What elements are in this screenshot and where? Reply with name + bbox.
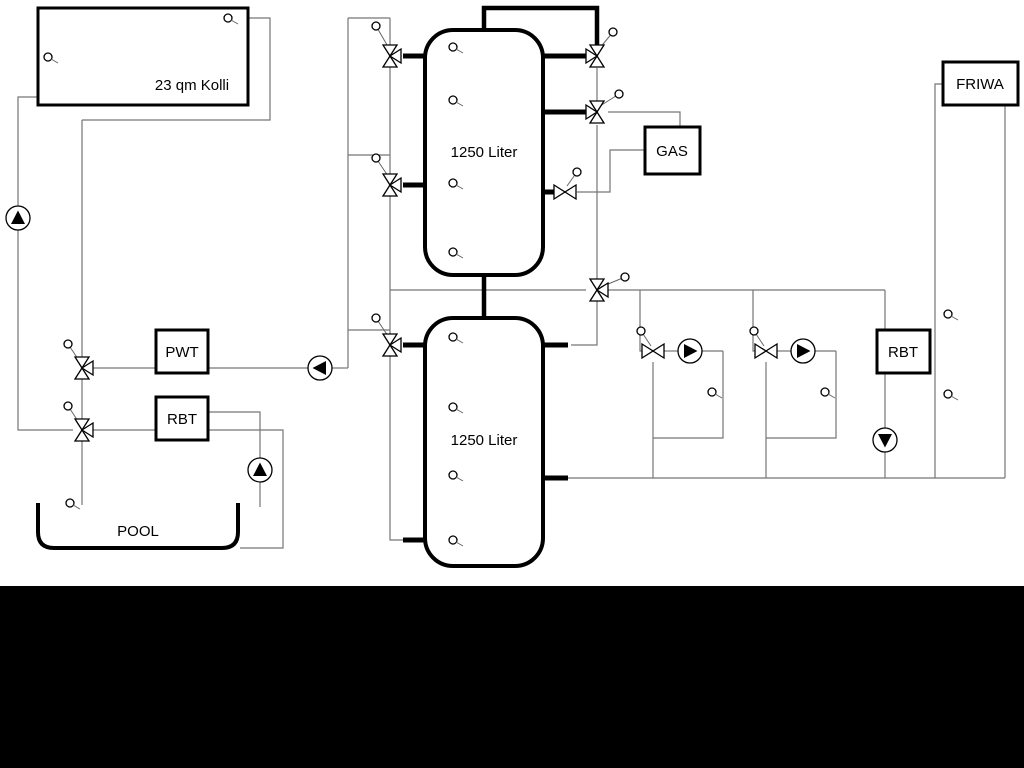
pipe-segment: [389, 356, 403, 541]
shape: [371, 153, 381, 163]
buffer-tank-1: 1250 Liter: [423, 28, 545, 277]
pool: POOL: [36, 498, 240, 550]
collector-box: 23 qm Kolli: [36, 6, 250, 107]
shape: [572, 167, 582, 177]
shape: [154, 328, 210, 375]
pool-pump-icon: [247, 457, 273, 483]
shape: [608, 27, 618, 37]
shape: [154, 395, 210, 442]
friwa-label: FRIWA: [956, 76, 1004, 93]
gas-label: GAS: [656, 143, 688, 160]
friwa-box: FRIWA: [941, 60, 1020, 107]
pipe-segment: [208, 429, 284, 549]
shape: [63, 339, 73, 349]
pipe-segment: [82, 17, 271, 121]
shape: [749, 326, 759, 336]
shape: [36, 6, 250, 107]
thick-pipes: [403, 5, 600, 543]
shape: [371, 313, 381, 323]
shape: [636, 326, 646, 336]
tank1-label: 1250 Liter: [451, 144, 518, 161]
heating-circuit-2-pump-icon: [790, 338, 816, 364]
pipe-segment: [571, 301, 598, 346]
shape: [423, 28, 545, 277]
pipe-segment: [653, 351, 724, 439]
pipe-segment: [934, 83, 943, 478]
shape: [423, 316, 545, 568]
shape: [941, 60, 1020, 107]
pipe-segment: [208, 411, 261, 458]
pwt-label: PWT: [165, 344, 198, 361]
pipe-network: [17, 17, 1006, 549]
shape: [63, 401, 73, 411]
shape: [614, 89, 624, 99]
pool-label: POOL: [117, 523, 159, 540]
rbt-right-box: RBT: [875, 328, 932, 375]
shape: [620, 272, 630, 282]
rbt-left-box: RBT: [154, 395, 210, 442]
shape: [875, 328, 932, 375]
pipe-segment: [17, 230, 73, 431]
buffer-tank-2: 1250 Liter: [423, 316, 545, 568]
shape: [36, 503, 240, 550]
pwt-box: PWT: [154, 328, 210, 375]
rbt-left-label: RBT: [167, 411, 197, 428]
shape: [371, 21, 381, 31]
rbt-return-pump-icon: [872, 427, 898, 453]
rbt-right-label: RBT: [888, 344, 918, 361]
buffer-charge-pump-icon: [307, 355, 333, 381]
pipe-segment: [766, 351, 837, 439]
pipe-segment-thick: [481, 5, 600, 45]
collector-label: 23 qm Kolli: [155, 77, 229, 94]
shape: [643, 125, 702, 176]
pipe-segment: [17, 96, 38, 206]
pipe-segment: [577, 149, 645, 193]
pipe-segment: [608, 111, 681, 127]
heating-circuit-1-pump-icon: [677, 338, 703, 364]
tank2-label: 1250 Liter: [451, 432, 518, 449]
collector-pump-icon: [5, 205, 31, 231]
gas-boiler-box: GAS: [643, 125, 702, 176]
